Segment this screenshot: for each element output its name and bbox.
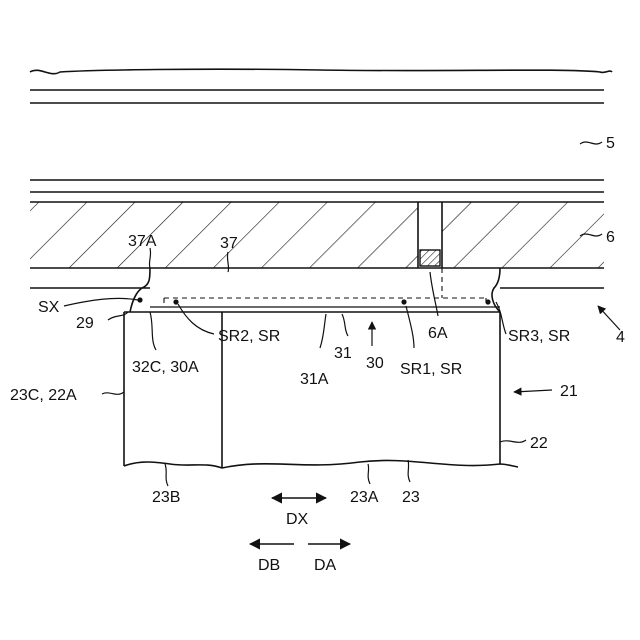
reference-labels: 5 6 37A 37 SX 29 SR2, SR 6A SR3, SR 4 32… (10, 135, 625, 574)
label-5: 5 (606, 135, 615, 152)
part-6A (420, 250, 440, 266)
leader-lines (64, 142, 602, 486)
label-DX: DX (286, 511, 309, 528)
body-21 (124, 312, 518, 468)
label-23B: 23B (152, 489, 180, 506)
point-SR3 (485, 299, 490, 304)
label-23: 23 (402, 489, 420, 506)
label-23C: 23C, 22A (10, 387, 77, 404)
label-29: 29 (76, 315, 94, 332)
label-DB: DB (258, 557, 280, 574)
point-SR2 (173, 299, 178, 304)
label-30: 30 (366, 355, 384, 372)
label-4: 4 (616, 329, 625, 346)
joint-region-37 (124, 268, 500, 312)
label-SR2: SR2, SR (218, 328, 280, 345)
label-37A: 37A (128, 233, 157, 250)
label-22: 22 (530, 435, 548, 452)
point-SX (137, 297, 142, 302)
label-SR1: SR1, SR (400, 361, 462, 378)
label-6A: 6A (428, 325, 448, 342)
label-SX: SX (38, 299, 60, 316)
label-31A: 31A (300, 371, 329, 388)
label-23A: 23A (350, 489, 379, 506)
label-32C: 32C, 30A (132, 359, 199, 376)
label-37: 37 (220, 235, 238, 252)
label-31: 31 (334, 345, 352, 362)
label-DA: DA (314, 557, 337, 574)
label-SR3: SR3, SR (508, 328, 570, 345)
label-21: 21 (560, 383, 578, 400)
point-SR1 (401, 299, 406, 304)
layer-5 (30, 69, 612, 192)
layer-6 (30, 202, 604, 288)
label-6: 6 (606, 229, 615, 246)
